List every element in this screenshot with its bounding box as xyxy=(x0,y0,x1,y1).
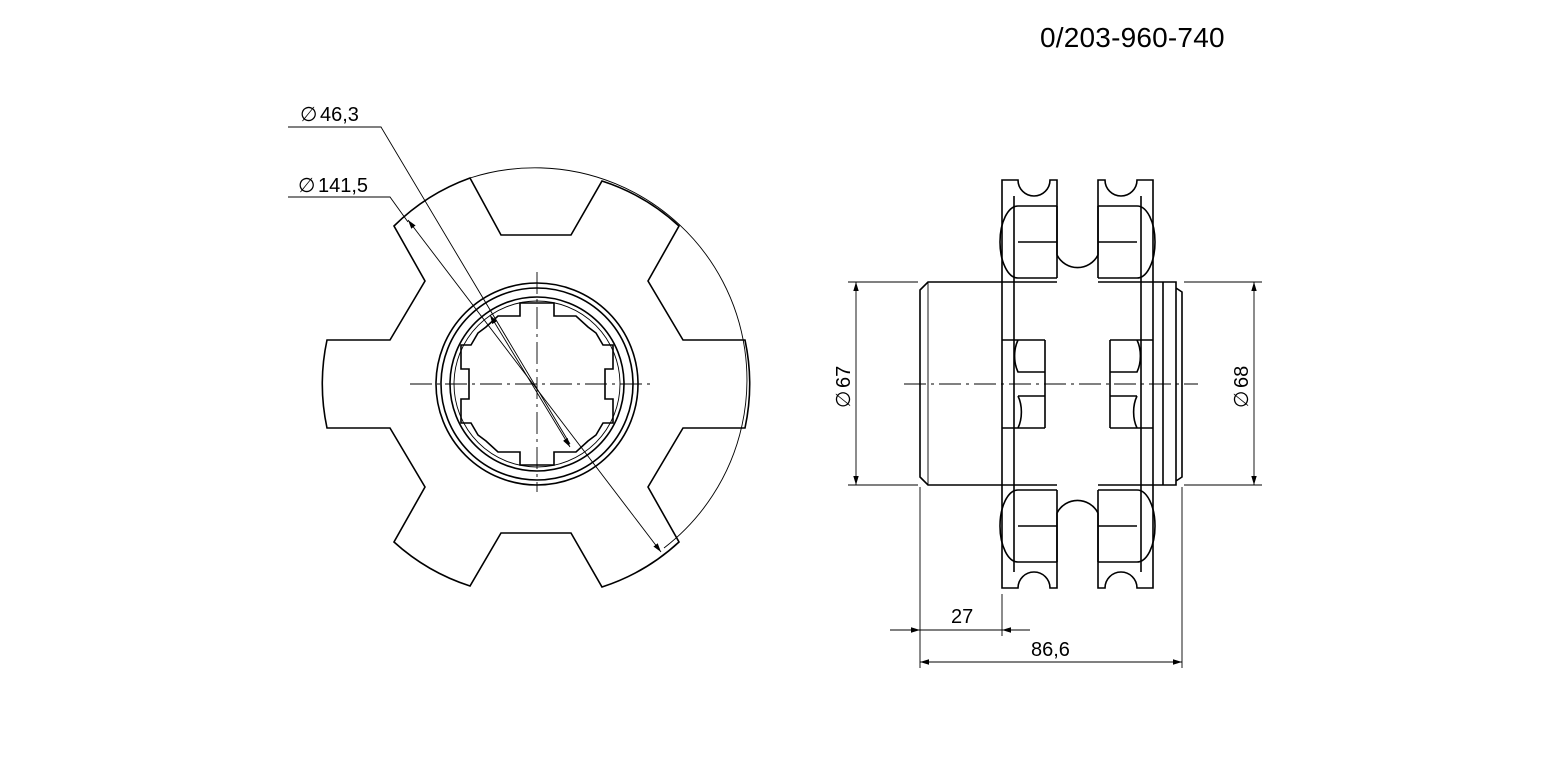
hub-band xyxy=(1002,281,1163,486)
part-number: 0/203-960-740 xyxy=(1040,22,1225,53)
dim-141-symbol: ∅ xyxy=(298,175,315,197)
right-shoulder xyxy=(1162,281,1183,486)
pocket-bottom-left xyxy=(999,489,1058,563)
dim-67-label: 67 xyxy=(833,366,855,388)
dim-68-label: 68 xyxy=(1231,366,1253,388)
dim-141-arrowline xyxy=(407,219,662,553)
dim-141-leader xyxy=(288,196,409,223)
dim-68-symbol: ∅ xyxy=(1231,391,1253,408)
dim-67-symbol: ∅ xyxy=(833,391,855,408)
pocket-top-left xyxy=(999,205,1058,279)
pocket-mid-right xyxy=(1109,339,1142,429)
pocket-top-right xyxy=(1097,205,1156,279)
front-view: ∅ 46,3 ∅ 141,5 xyxy=(288,104,751,588)
outer-reference-arc xyxy=(469,167,748,549)
dim-141-label: 141,5 xyxy=(318,175,368,197)
dim-46-symbol: ∅ xyxy=(300,104,317,126)
dim-27-label: 27 xyxy=(951,606,973,628)
side-view: ∅ 67 ∅ 68 27 86,6 xyxy=(833,179,1262,668)
dim-86-label: 86,6 xyxy=(1031,639,1070,661)
pocket-mid-left xyxy=(1013,339,1046,429)
pocket-bottom-right xyxy=(1097,489,1156,563)
gear-outline xyxy=(321,177,751,588)
left-flange xyxy=(1001,179,1154,589)
dim-46-label: 46,3 xyxy=(320,104,359,126)
left-hub xyxy=(919,281,1002,486)
dim-46-arrowline xyxy=(489,314,571,448)
